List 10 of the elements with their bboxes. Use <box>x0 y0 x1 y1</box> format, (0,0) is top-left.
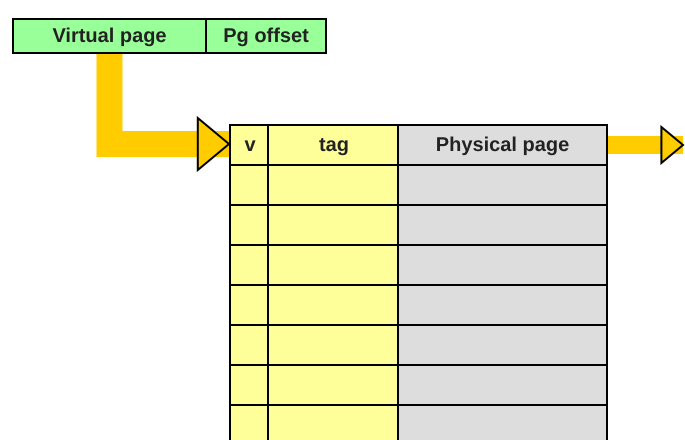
table-cell <box>397 204 608 246</box>
table-cell <box>397 324 608 366</box>
table-cell <box>397 364 608 406</box>
table-cell <box>397 164 608 206</box>
header-cell: Physical page <box>397 124 608 166</box>
address-field: Virtual page <box>12 18 207 54</box>
table-cell <box>397 244 608 286</box>
table-cell <box>397 284 608 326</box>
table-cell <box>397 404 608 440</box>
address-field: Pg offset <box>205 18 327 54</box>
